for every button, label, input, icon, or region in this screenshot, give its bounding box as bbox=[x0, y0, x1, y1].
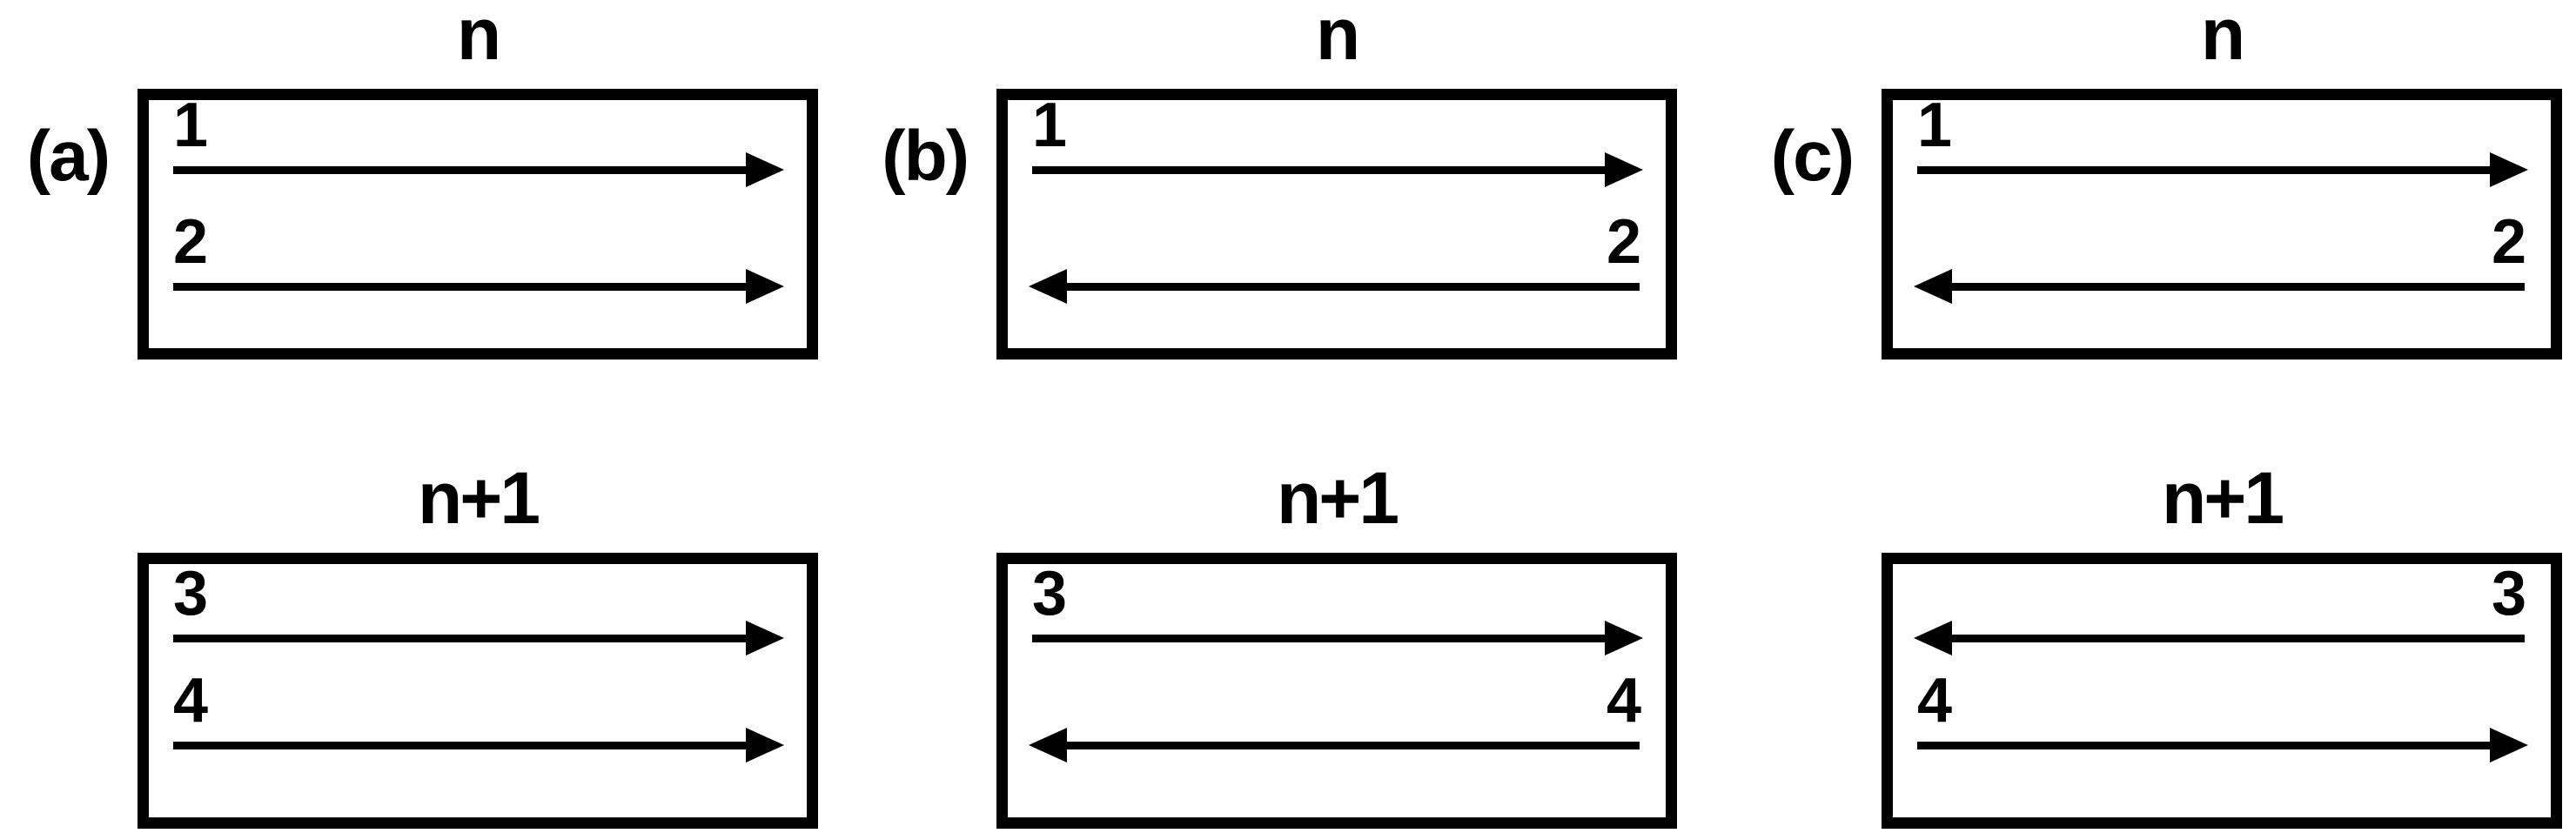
arrow-label: 3 bbox=[1032, 559, 1067, 628]
box-n: (a) n 1 2 bbox=[27, 0, 818, 360]
panel-a: (a) n 1 2 n+1 3 4 bbox=[27, 0, 818, 840]
arrow: 4 bbox=[1029, 669, 1641, 763]
arrow: 4 bbox=[1917, 669, 2528, 763]
arrow-label: 1 bbox=[1032, 91, 1067, 160]
arrow: 2 bbox=[1914, 211, 2526, 304]
panel-label: (a) bbox=[26, 117, 111, 196]
box-title: n+1 bbox=[417, 457, 540, 539]
box-title: n bbox=[2200, 0, 2245, 75]
arrow-label: 4 bbox=[1606, 666, 1641, 736]
box-title: n bbox=[456, 0, 501, 75]
arrow: 1 bbox=[1917, 94, 2528, 187]
box-title: n bbox=[1315, 0, 1360, 75]
panel-b: (b) n 1 2 n+1 3 4 bbox=[882, 0, 1677, 840]
box-n: (b) n 1 2 bbox=[882, 0, 1677, 360]
arrow-label: 4 bbox=[1917, 666, 1952, 736]
box-n-plus-1: n+1 3 4 bbox=[1882, 461, 2562, 829]
box-n: (c) n 1 2 bbox=[1771, 0, 2562, 360]
arrow: 3 bbox=[1914, 562, 2526, 655]
arrow-label: 3 bbox=[2491, 559, 2526, 628]
arrow: 1 bbox=[1032, 94, 1643, 187]
panel-label: (c) bbox=[1770, 117, 1855, 196]
arrow-label: 3 bbox=[173, 559, 208, 628]
arrow-label: 4 bbox=[173, 666, 208, 736]
arrow: 2 bbox=[1029, 211, 1641, 304]
arrow-label: 1 bbox=[1917, 91, 1952, 160]
arrow: 4 bbox=[173, 669, 784, 763]
arrow: 1 bbox=[173, 94, 784, 187]
arrow-label: 1 bbox=[173, 91, 208, 160]
arrow: 3 bbox=[173, 562, 784, 655]
box-n-plus-1: n+1 3 4 bbox=[996, 461, 1677, 829]
arrow-label: 2 bbox=[2491, 207, 2526, 277]
panel-c: (c) n 1 2 n+1 3 4 bbox=[1771, 0, 2562, 840]
arrow-label: 2 bbox=[173, 207, 208, 277]
panel-label: (b) bbox=[882, 117, 969, 196]
arrow-label: 2 bbox=[1606, 207, 1641, 277]
box-title: n+1 bbox=[2161, 457, 2284, 539]
arrow: 2 bbox=[173, 211, 784, 304]
box-title: n+1 bbox=[1276, 457, 1399, 539]
arrow: 3 bbox=[1032, 562, 1643, 655]
box-n-plus-1: n+1 3 4 bbox=[138, 461, 818, 829]
